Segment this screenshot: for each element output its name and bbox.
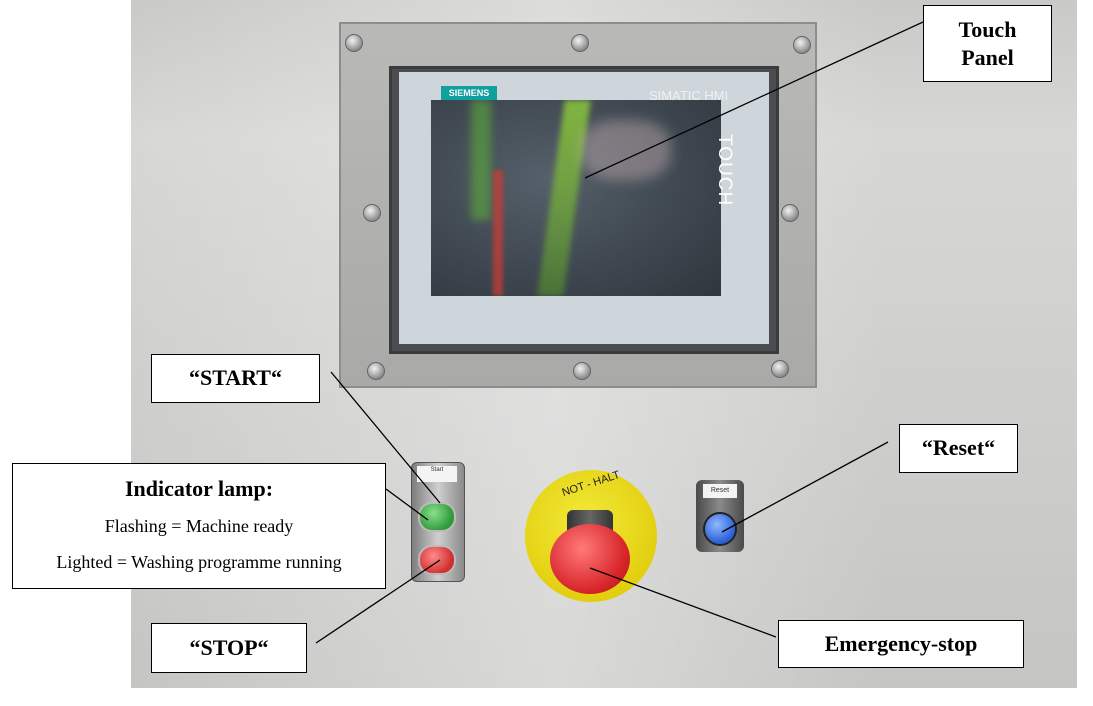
display-reflection — [493, 170, 503, 296]
bolt-icon — [573, 362, 591, 380]
hmi-model-text: SIMATIC HMI — [649, 88, 729, 103]
touch-panel-label-line1: Touch — [958, 17, 1017, 42]
leader-reset — [721, 441, 889, 533]
touch-side-text: TOUCH — [714, 134, 735, 207]
bolt-icon — [367, 362, 385, 380]
bolt-icon — [793, 36, 811, 54]
display-reflection — [471, 100, 491, 220]
display-reflection — [581, 120, 671, 180]
leader-start — [330, 371, 441, 504]
bolt-icon — [571, 34, 589, 52]
reset-label: “Reset“ — [899, 424, 1018, 473]
bolt-icon — [345, 34, 363, 52]
indicator-flashing-text: Flashing = Machine ready — [104, 516, 294, 536]
indicator-lighted-text: Lighted = Washing programme running — [56, 552, 342, 572]
touch-panel-label-line2: Panel — [961, 45, 1014, 70]
stop-label: “STOP“ — [151, 623, 307, 673]
leader-indicator — [385, 488, 429, 521]
start-tag: Start — [417, 466, 457, 482]
leader-touch-panel — [584, 21, 924, 179]
reset-tag: Reset — [703, 484, 737, 498]
control-panel-photo: SIEMENS SIMATIC HMI TOUCH Start NOT - HA… — [131, 0, 1077, 688]
bolt-icon — [781, 204, 799, 222]
bolt-icon — [771, 360, 789, 378]
touch-display[interactable] — [431, 100, 721, 296]
leader-stop — [315, 559, 441, 644]
indicator-lamp-label: Indicator lamp: Flashing = Machine ready… — [12, 463, 386, 589]
bolt-icon — [363, 204, 381, 222]
emergency-stop-label: Emergency-stop — [778, 620, 1024, 668]
siemens-logo: SIEMENS — [441, 86, 497, 100]
touch-panel-label: Touch Panel — [923, 5, 1052, 82]
reset-button[interactable] — [703, 512, 737, 546]
leader-emergency-stop — [589, 567, 777, 638]
emergency-stop-button[interactable] — [550, 524, 630, 594]
start-label: “START“ — [151, 354, 320, 403]
indicator-title: Indicator lamp: — [124, 476, 274, 501]
